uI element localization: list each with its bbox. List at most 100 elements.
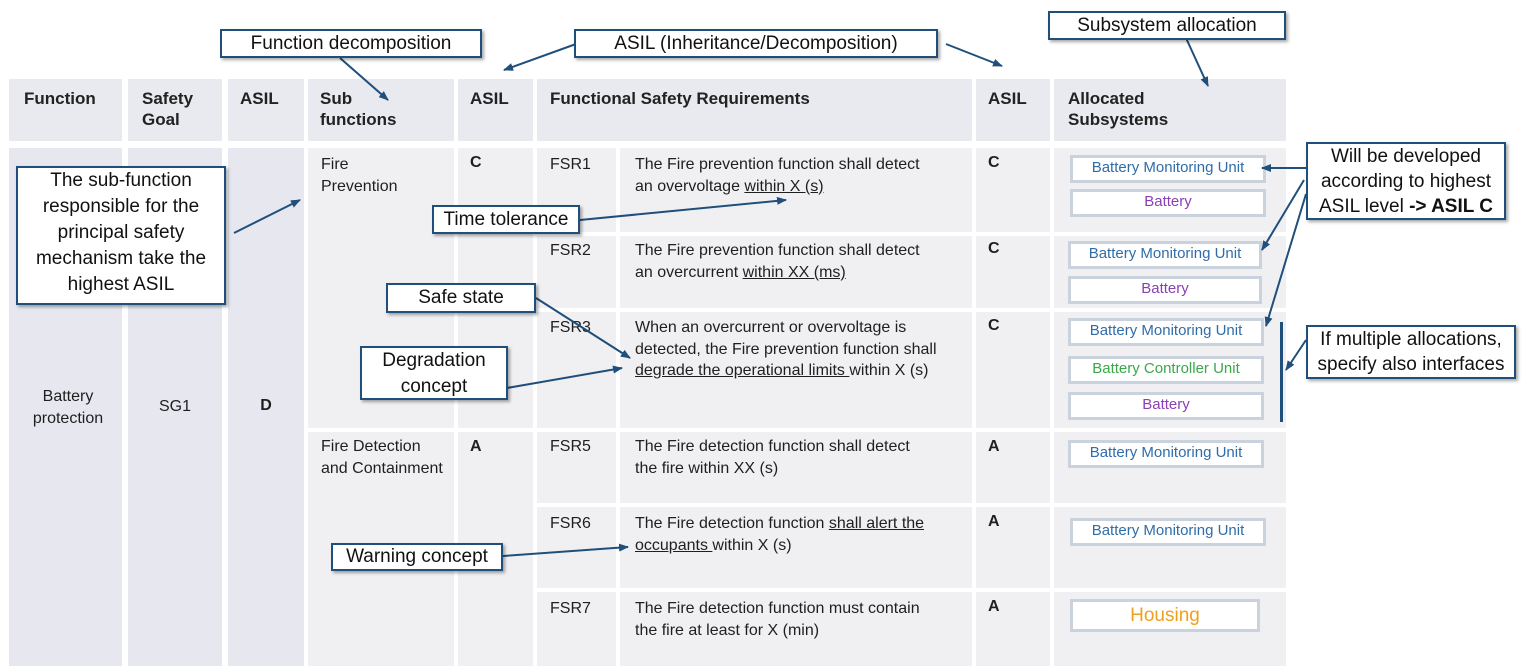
fsr-id-cell-bg [537, 507, 616, 588]
callout-line: specify also interfaces [1317, 354, 1505, 375]
subfunction-name: Fire Detection and Containment [321, 438, 443, 477]
arrow-subsystem-allocation [1185, 37, 1209, 87]
asil-cell-bg [228, 148, 304, 666]
arrow-highest-asil-3 [1264, 193, 1307, 327]
callout-safe-state: Safe state [386, 283, 536, 313]
callout-line: ASIL level -> ASIL C [1318, 196, 1494, 217]
fsr-asil-cell-bg [976, 148, 1050, 232]
header-function: Function [24, 89, 96, 108]
callout-time-tolerance: Time tolerance [432, 205, 580, 234]
header-cell-subfunctions-bg [308, 79, 454, 141]
header-cell-allocated-bg [1054, 79, 1286, 141]
callout-line: Will be developed [1331, 146, 1481, 167]
callout-function-decomposition: Function decomposition [220, 29, 482, 58]
fsr-id-cell-bg [537, 312, 616, 428]
header-fsr: Functional Safety Requirements [550, 89, 810, 108]
subfunction-asil: C [470, 154, 482, 171]
fsr-asil-cell-bg [976, 507, 1050, 588]
subsystem-battery: Battery [1068, 392, 1264, 420]
fsr-asil: C [988, 240, 1000, 257]
header-asil: ASIL [240, 89, 279, 108]
subfunction-asil: A [470, 438, 482, 455]
arrow-safe-state [535, 297, 631, 359]
subsystem-battery-monitoring-unit: Battery Monitoring Unit [1070, 518, 1266, 546]
safety-goal-id: SG1 [158, 398, 191, 415]
fsr-text-cell-bg [620, 592, 972, 666]
fsr-id: FSR1 [550, 156, 591, 173]
callout-line: The sub-function [50, 170, 192, 191]
subsystem-battery-monitoring-unit: Battery Monitoring Unit [1068, 318, 1264, 346]
header-cell-fsr-bg [537, 79, 972, 141]
callout-line: If multiple allocations, [1320, 329, 1502, 350]
fsr-asil: A [988, 513, 1000, 530]
arrow-multiple-allocations [1285, 339, 1307, 371]
arrow-degradation-concept [506, 365, 623, 389]
fsr-id: FSR3 [550, 319, 591, 336]
fsr-text-cell-bg [620, 507, 972, 588]
fsr-id-cell-bg [537, 236, 616, 308]
callout-line: responsible for the [42, 196, 200, 217]
subsystem-battery-monitoring-unit: Battery Monitoring Unit [1070, 155, 1266, 183]
fsr-text: The Fire prevention function shall detec… [635, 242, 920, 281]
subsystem-battery: Battery [1068, 276, 1262, 304]
callout-degradation-concept: Degradation concept [360, 346, 508, 400]
header-safety-goal: Safety Goal [142, 89, 194, 129]
subsystem-battery-monitoring-unit: Battery Monitoring Unit [1068, 241, 1262, 269]
arrow-warning-concept [502, 543, 629, 557]
header-cell-function-bg [9, 79, 122, 141]
header-asil-fsr: ASIL [988, 89, 1027, 108]
fsr-asil-cell-bg [976, 236, 1050, 308]
callout-line: concept [400, 376, 468, 397]
fsr-text: The Fire detection function shall detect… [635, 438, 910, 477]
fsr-id: FSR5 [550, 438, 591, 455]
fsr-text: The Fire prevention function shall detec… [635, 156, 920, 195]
allocation-bracket [1280, 322, 1283, 422]
fsr-asil-cell-bg [976, 592, 1050, 666]
callout-subsystem-allocation: Subsystem allocation [1048, 11, 1286, 40]
callout-line: highest ASIL [67, 274, 175, 295]
header-allocated-subsystems: Allocated Subsystems [1068, 89, 1169, 129]
header-asil-sub: ASIL [470, 89, 509, 108]
callout-line: according to highest [1320, 171, 1492, 192]
header-cell-asil3-bg [976, 79, 1050, 141]
fsr-id: FSR2 [550, 242, 591, 259]
fsr-id: FSR7 [550, 600, 591, 617]
header-cell-asil-bg [228, 79, 304, 141]
header-cell-asil2-bg [458, 79, 533, 141]
fsr-id-cell-bg [537, 592, 616, 666]
fsr-asil-cell-bg [976, 312, 1050, 428]
subsystem-battery-controller-unit: Battery Controller Unit [1068, 356, 1264, 384]
subfunction-name: Fire Prevention [321, 156, 398, 195]
subsystem-housing: Housing [1070, 599, 1260, 632]
arrow-time-tolerance [579, 196, 787, 221]
callout-asil-inheritance: ASIL (Inheritance/Decomposition) [574, 29, 938, 58]
callout-line: mechanism take the [35, 248, 207, 269]
fsr-text-cell-bg [620, 432, 972, 503]
fsr-text-cell-bg [620, 148, 972, 232]
fsr-asil-cell-bg [976, 432, 1050, 503]
arrow-asil-left [503, 43, 577, 71]
callout-multiple-allocations: If multiple allocations, specify also in… [1306, 325, 1516, 379]
fsr-asil: A [988, 598, 1000, 615]
callout-line: Degradation [382, 350, 486, 371]
subsystem-battery-monitoring-unit: Battery Monitoring Unit [1068, 440, 1264, 468]
fsr-id-cell-bg [537, 432, 616, 503]
fsr-asil: A [988, 438, 1000, 455]
fsr-asil: C [988, 317, 1000, 334]
function-asil: D [260, 397, 272, 414]
fsr-text: When an overcurrent or overvoltage is de… [635, 319, 937, 379]
header-sub-functions: Sub functions [320, 89, 397, 129]
fsr-text: The Fire detection function shall alert … [635, 515, 925, 554]
fsr-text: The Fire detection function must contain… [635, 600, 920, 639]
function-name: Battery protection [32, 388, 104, 427]
fsr-asil: C [988, 154, 1000, 171]
callout-line: principal safety [57, 222, 185, 243]
arrow-highest-asil-2 [1261, 179, 1305, 251]
fsr-text-cell-bg [620, 312, 972, 428]
arrow-asil-right [945, 43, 1003, 67]
arrow-subfunction-note [233, 199, 301, 234]
arrow-function-decomposition [339, 57, 389, 101]
subsystem-battery: Battery [1070, 189, 1266, 217]
fsr-id: FSR6 [550, 515, 591, 532]
